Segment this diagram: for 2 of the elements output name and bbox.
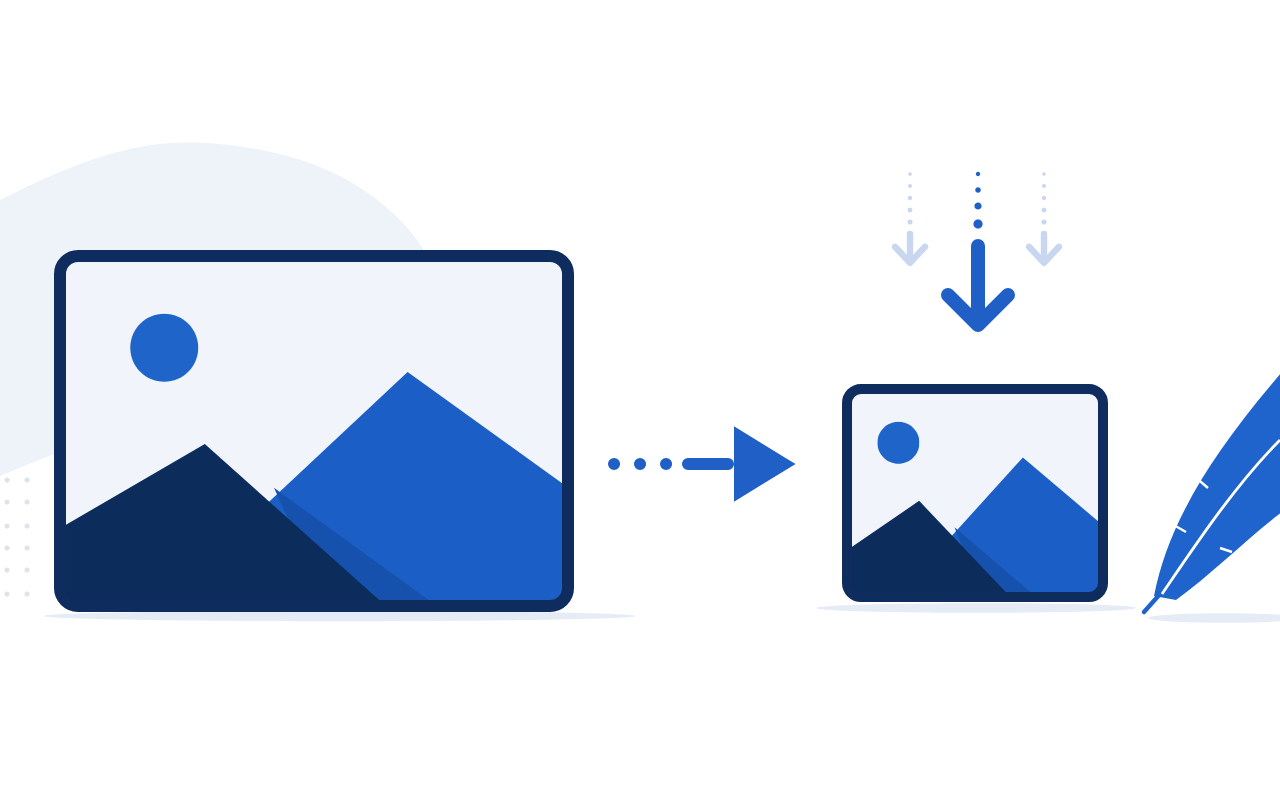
landscape-picture [54, 250, 574, 612]
landscape-picture [842, 384, 1108, 602]
